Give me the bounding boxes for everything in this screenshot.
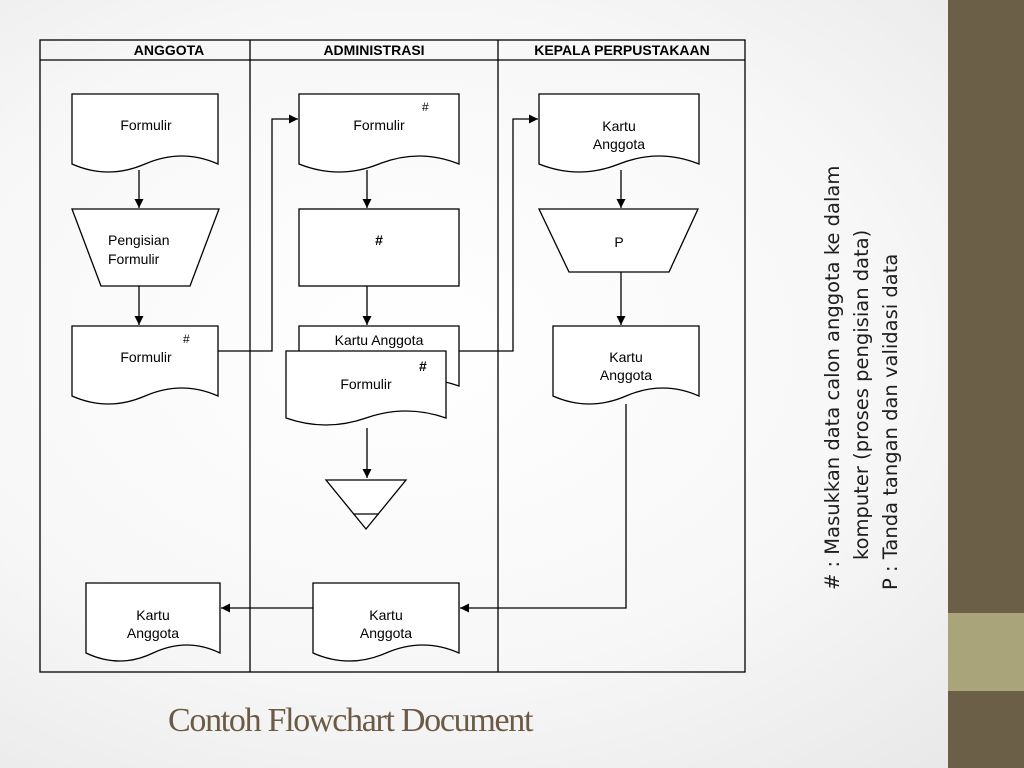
sidebar-band-top — [948, 0, 1024, 613]
document-shape-kartu-anggota-admin-return — [312, 582, 460, 662]
process-shape-input-data — [298, 208, 460, 287]
manual-operation-validasi — [537, 208, 700, 273]
formulir-admin-front-hash-mark: # — [419, 358, 427, 374]
document-shape-formulir-terisi — [71, 325, 219, 405]
document-shape-formulir-administrasi — [298, 93, 460, 173]
pengisian-label-line1: Pengisian — [108, 232, 170, 248]
validasi-p-mark: P — [614, 234, 623, 250]
document-shape-formulir-admin-front — [285, 350, 447, 426]
archive-storage-shape — [324, 479, 408, 531]
arrow-kepala-to-administrasi — [460, 404, 627, 613]
formulir-terisi-label: Formulir — [120, 349, 172, 365]
sidebar-band-bottom — [948, 691, 1024, 768]
slide-title: Contoh Flowchart Document — [168, 702, 533, 739]
document-shape-formulir-anggota — [71, 93, 219, 173]
formulir-administrasi-hash-mark: # — [422, 100, 429, 114]
formulir-admin-front-label: Formulir — [340, 376, 392, 392]
process-input-hash-mark: # — [375, 232, 383, 248]
note-p-line: P : Tanda tangan dan validasi data — [879, 253, 902, 590]
kartu-anggota-kepala-top-line2: Anggota — [593, 136, 645, 152]
document-shape-kartu-anggota-kepala-mid — [552, 325, 700, 405]
kartu-anggota-kepala-top-line1: Kartu — [602, 118, 635, 134]
document-shape-kartu-anggota-final — [85, 582, 221, 662]
note-hash-line1: # : Masukkan data calon anggota ke dalam — [821, 165, 844, 590]
flowchart-diagram: ANGGOTA ADMINISTRASI KEPALA PERPUSTAKAAN… — [39, 39, 746, 673]
sidebar-band-middle — [948, 613, 1024, 691]
arrow-administrasi-to-kepala — [459, 114, 538, 352]
arrow-anggota-to-administrasi — [218, 114, 298, 352]
kartu-anggota-final-line1: Kartu — [136, 607, 169, 623]
legend-notes: # : Masukkan data calon anggota ke dalam… — [818, 130, 918, 590]
kartu-anggota-admin-return-line1: Kartu — [369, 607, 402, 623]
lane-header-anggota: ANGGOTA — [134, 42, 205, 58]
kartu-anggota-final-line2: Anggota — [127, 625, 179, 641]
formulir-anggota-label: Formulir — [120, 117, 172, 133]
lane-header-kepala-perpustakaan: KEPALA PERPUSTAKAAN — [534, 42, 710, 58]
formulir-terisi-hash-mark: # — [183, 332, 190, 346]
manual-operation-pengisian-formulir — [71, 208, 220, 287]
note-hash-line2: komputer (proses pengisian data) — [850, 229, 873, 560]
formulir-administrasi-label: Formulir — [353, 117, 405, 133]
swimlane-frame — [39, 39, 746, 673]
lane-header-administrasi: ADMINISTRASI — [323, 42, 424, 58]
pengisian-label-line2: Formulir — [108, 251, 160, 267]
kartu-anggota-kepala-mid-line1: Kartu — [609, 349, 642, 365]
kartu-anggota-kepala-mid-line2: Anggota — [600, 367, 652, 383]
document-shape-kartu-anggota-kepala-top — [538, 93, 700, 173]
kartu-anggota-admin-label: Kartu Anggota — [335, 332, 424, 348]
kartu-anggota-admin-return-line2: Anggota — [360, 625, 412, 641]
